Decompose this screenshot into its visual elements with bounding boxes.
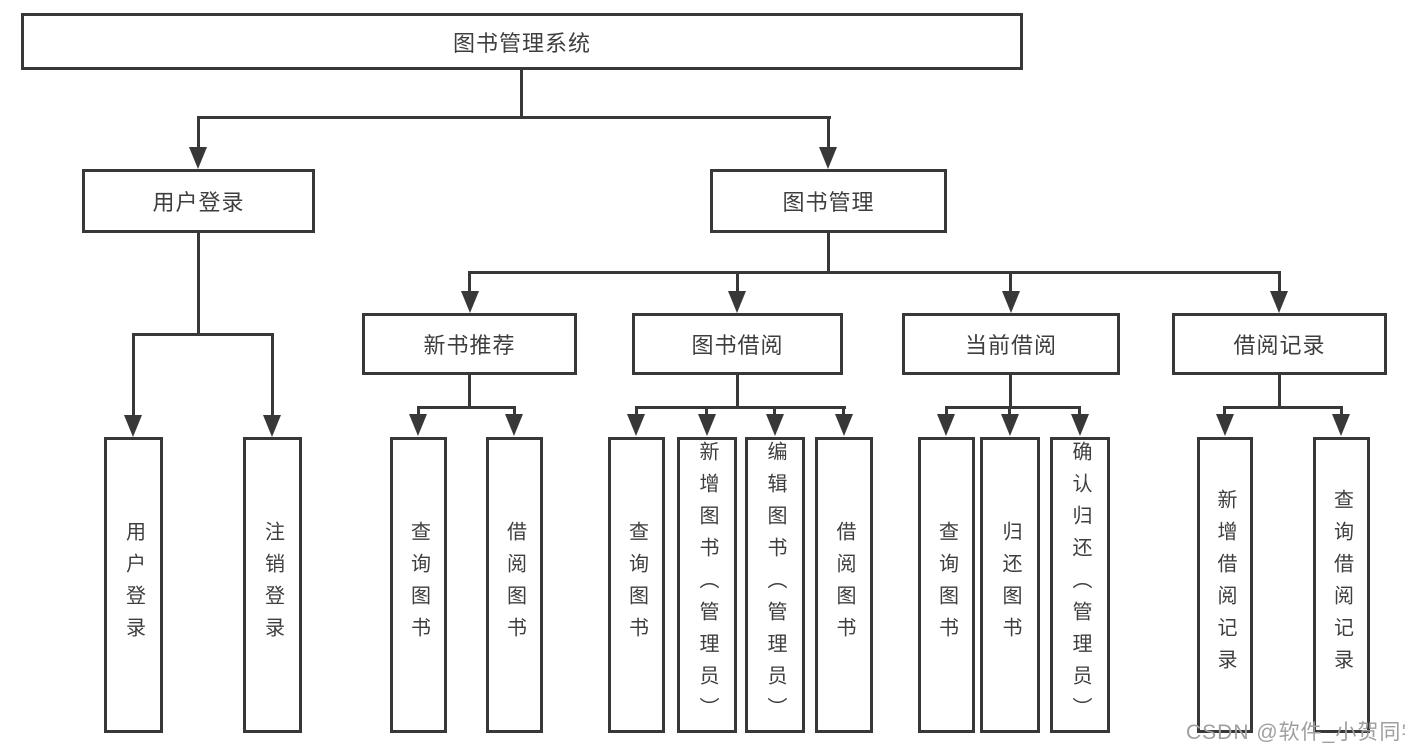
leaf-borrow-add-label: 新增图书（管理员） (696, 441, 718, 729)
leaf-records-query-label: 查询借阅记录 (1330, 489, 1353, 681)
node-current-borrow: 当前借阅 (902, 313, 1120, 375)
edge-l3-drop-2 (736, 273, 739, 292)
arrowhead-borrow-leaf-4 (835, 414, 853, 436)
leaf-current-query: 查询图书 (918, 437, 975, 733)
leaf-user-login: 用户登录 (104, 437, 163, 733)
edge-records-drop-2 (1340, 408, 1343, 417)
edge-root-left-drop (197, 118, 200, 149)
leaf-user-login-label: 用户登录 (122, 521, 145, 649)
arrowhead-current-borrow (1002, 291, 1020, 313)
arrowhead-borrow-leaf-1 (627, 414, 645, 436)
arrowhead-current-leaf-3 (1071, 414, 1089, 436)
edge-newbooks-drop-1 (417, 408, 420, 417)
node-book-borrow-label: 图书借阅 (691, 333, 784, 358)
arrowhead-newbooks-leaf-1 (409, 414, 427, 436)
edge-user-hline (132, 333, 274, 336)
node-new-books: 新书推荐 (362, 313, 577, 375)
edge-borrow-drop-2 (705, 408, 708, 417)
csdn-watermark: CSDN @软件_小贺同学 (1186, 721, 1405, 744)
arrowhead-user-login (189, 147, 207, 169)
edge-current-drop-1 (945, 408, 948, 417)
arrowhead-book-borrow (728, 291, 746, 313)
arrowhead-user-leaf-1 (124, 415, 142, 437)
node-library-system-label: 图书管理系统 (452, 30, 591, 56)
edge-newbooks-drop-2 (513, 408, 516, 417)
edge-current-drop-2 (1008, 408, 1011, 417)
leaf-borrow-add: 新增图书（管理员） (677, 437, 737, 733)
node-user-login: 用户登录 (82, 169, 315, 233)
edge-l3-drop-3 (1009, 273, 1012, 292)
edge-root-hline (197, 116, 831, 119)
edge-root-right-drop (827, 118, 830, 149)
leaf-borrow-borrow-label: 借阅图书 (833, 521, 855, 649)
node-borrow-records-label: 借阅记录 (1233, 333, 1326, 358)
edge-user-drop-1 (132, 335, 135, 417)
leaf-newbooks-query: 查询图书 (390, 437, 447, 733)
arrowhead-records-leaf-2 (1332, 414, 1350, 436)
edge-l3-drop-1 (468, 273, 471, 292)
leaf-logout: 注销登录 (243, 437, 302, 733)
arrowhead-borrow-records (1270, 291, 1288, 313)
edge-newbooks-stem (468, 375, 471, 408)
edge-current-stem (1009, 375, 1012, 408)
arrowhead-new-books (461, 291, 479, 313)
edge-borrow-stem (736, 375, 739, 408)
leaf-borrow-edit: 编辑图书（管理员） (745, 437, 805, 733)
edge-root-stem (520, 70, 523, 118)
leaf-records-add: 新增借阅记录 (1197, 437, 1253, 733)
leaf-newbooks-borrow-label: 借阅图书 (503, 521, 526, 649)
leaf-newbooks-borrow: 借阅图书 (486, 437, 543, 733)
node-borrow-records: 借阅记录 (1172, 313, 1387, 375)
arrowhead-newbooks-leaf-2 (505, 414, 523, 436)
leaf-current-confirm-label: 确认归还（管理员） (1069, 441, 1091, 729)
leaf-borrow-query-label: 查询图书 (625, 521, 648, 649)
arrowhead-current-leaf-2 (1001, 414, 1019, 436)
leaf-current-return: 归还图书 (980, 437, 1040, 733)
arrowhead-borrow-leaf-3 (766, 414, 784, 436)
edge-l3-drop-4 (1278, 273, 1281, 292)
leaf-current-return-label: 归还图书 (999, 521, 1021, 649)
edge-borrow-drop-3 (773, 408, 776, 417)
leaf-borrow-borrow: 借阅图书 (815, 437, 873, 733)
arrowhead-user-leaf-2 (263, 415, 281, 437)
edge-borrow-drop-4 (842, 408, 845, 417)
edge-newbooks-hline (417, 406, 516, 409)
edge-records-drop-1 (1223, 408, 1226, 417)
edge-book-stem (827, 233, 830, 273)
node-book-mgmt: 图书管理 (710, 169, 947, 233)
arrowhead-book-mgmt (819, 147, 837, 169)
edge-borrow-hline (635, 406, 846, 409)
node-current-borrow-label: 当前借阅 (964, 333, 1057, 358)
leaf-records-add-label: 新增借阅记录 (1214, 489, 1236, 681)
leaf-current-query-label: 查询图书 (935, 521, 958, 649)
arrowhead-records-leaf-1 (1216, 414, 1234, 436)
leaf-newbooks-query-label: 查询图书 (407, 521, 430, 649)
leaf-borrow-edit-label: 编辑图书（管理员） (764, 441, 786, 729)
leaf-borrow-query: 查询图书 (608, 437, 665, 733)
leaf-records-query: 查询借阅记录 (1313, 437, 1370, 733)
node-book-borrow: 图书借阅 (632, 313, 843, 375)
edge-records-hline (1223, 406, 1343, 409)
edge-user-stem (197, 233, 200, 335)
arrowhead-borrow-leaf-2 (698, 414, 716, 436)
edge-current-hline (945, 406, 1081, 409)
edge-records-stem (1278, 375, 1281, 408)
arrowhead-current-leaf-1 (937, 414, 955, 436)
leaf-logout-label: 注销登录 (261, 521, 284, 649)
node-book-mgmt-label: 图书管理 (782, 190, 875, 215)
node-user-login-label: 用户登录 (152, 190, 245, 215)
edge-borrow-drop-1 (635, 408, 638, 417)
edge-user-drop-2 (271, 335, 274, 417)
node-library-system: 图书管理系统 (21, 13, 1023, 70)
edge-book-hline (468, 271, 1281, 274)
node-new-books-label: 新书推荐 (423, 333, 516, 358)
edge-current-drop-3 (1078, 408, 1081, 417)
leaf-current-confirm: 确认归还（管理员） (1050, 437, 1110, 733)
